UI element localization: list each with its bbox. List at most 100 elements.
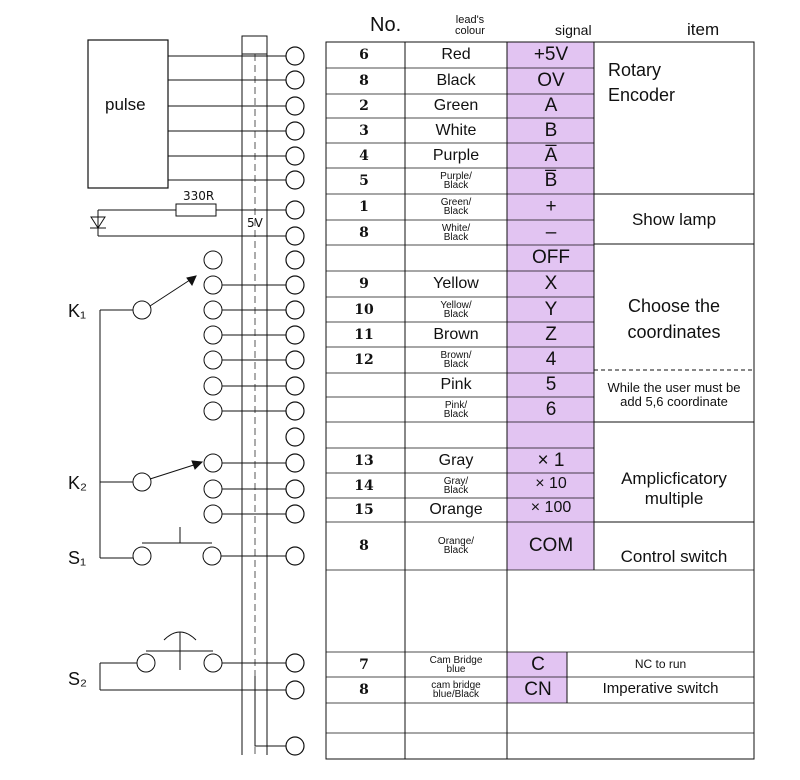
row-no: 7: [359, 656, 369, 673]
row-signal: OV: [537, 70, 565, 91]
row-no: 8: [359, 538, 369, 554]
table-frame: [325, 41, 755, 760]
row-signal: COM: [528, 535, 574, 556]
item-add-56: While the user must be add 5,6 coordinat…: [607, 380, 741, 409]
row-no: 4: [359, 147, 369, 164]
row-signal: Y: [544, 298, 558, 320]
row-signal: +5V: [533, 44, 569, 65]
row-colour: Black: [436, 72, 476, 89]
resistor-label: 330R: [183, 189, 215, 203]
terminal-circle: [285, 170, 305, 190]
contact-circle: [203, 453, 223, 473]
row-signal: B: [544, 119, 558, 141]
row-colour: Yellow/ Black: [440, 299, 472, 320]
item-control-switch: Control switch: [620, 547, 728, 566]
terminal-circle: [285, 546, 305, 566]
k1-switch: [99, 275, 197, 482]
row-signal: × 100: [530, 499, 572, 516]
terminals: [285, 46, 305, 756]
row-no: 6: [359, 47, 369, 63]
terminal-circle: [285, 96, 305, 116]
contact-circle: [203, 376, 223, 396]
terminal-circle: [285, 736, 305, 756]
k1-label: K₁: [68, 301, 87, 321]
s1-switch: [100, 527, 286, 566]
lamp-circuit: [90, 203, 286, 237]
row-colour: Gray: [438, 451, 474, 469]
resistor-symbol: [175, 203, 217, 217]
row-colour: Purple: [432, 146, 480, 164]
contact-circle: [203, 275, 223, 295]
row-no: 8: [359, 73, 369, 89]
row-no: 1: [359, 199, 369, 215]
row-signal: C: [531, 653, 545, 675]
row-colour: Orange: [429, 501, 483, 518]
row-colour: Pink: [440, 376, 472, 393]
terminal-circle: [285, 226, 305, 246]
voltage-label: 5V: [247, 216, 263, 230]
terminal-circle: [285, 300, 305, 320]
item-lines: [594, 193, 754, 523]
row-signal: 5: [545, 374, 557, 395]
row-colour: Yellow: [433, 275, 479, 292]
k2-label: K₂: [68, 473, 87, 493]
terminal-circle: [285, 401, 305, 421]
item-imperative-switch: Imperative switch: [602, 680, 719, 697]
row-no: 9: [359, 276, 369, 292]
terminal-circle: [285, 121, 305, 141]
terminal-circle: [285, 453, 305, 473]
item-amplification: Amplicficatory multiple: [621, 469, 727, 508]
row-signal: OFF: [532, 247, 570, 268]
row-colour: Cam Bridge blue: [429, 654, 483, 675]
terminal-circle: [285, 504, 305, 524]
header-item: item: [687, 20, 720, 39]
signal-highlight-main: [507, 42, 594, 570]
row-colour: Pink/ Black: [443, 399, 469, 420]
row-signal: CN: [524, 679, 552, 700]
row-colour: Green/ Black: [440, 197, 472, 217]
pulse-box: [87, 39, 169, 189]
row-no: 11: [354, 326, 374, 343]
row-no: 8: [359, 224, 369, 241]
row-signal: B̅: [544, 170, 558, 191]
row-no: 3: [359, 122, 369, 139]
row-signal: X: [544, 273, 558, 294]
terminal-strip: [241, 35, 268, 755]
row-no: 8: [359, 682, 369, 698]
row-no: 15: [354, 502, 374, 518]
terminal-circle: [285, 200, 305, 220]
terminal-circle: [285, 46, 305, 66]
contact-circle: [203, 504, 223, 524]
selector-wires: [203, 250, 286, 524]
row-signal: 6: [545, 398, 557, 420]
terminal-circle: [285, 275, 305, 295]
item-choose-coordinates: Choose the coordinates: [627, 296, 721, 342]
terminal-circle: [285, 350, 305, 370]
terminal-circle: [285, 427, 305, 447]
row-colour: White: [435, 121, 477, 139]
item-show-lamp: Show lamp: [631, 210, 717, 229]
row-signal: +: [545, 196, 557, 217]
row-signal: A: [544, 95, 558, 116]
row-no: 13: [354, 452, 374, 469]
row-signal: –: [545, 221, 557, 243]
row-lines: [326, 67, 754, 734]
s1-label: S₁: [68, 548, 87, 568]
item-rotary-encoder: Rotary Encoder: [608, 60, 676, 105]
contact-circle: [203, 401, 223, 421]
row-no: 5: [359, 173, 369, 189]
pulse-label: pulse: [105, 95, 146, 114]
row-colour: Purple/ Black: [440, 171, 472, 191]
row-signal: A̅: [544, 144, 558, 166]
s2-label: S₂: [68, 669, 87, 689]
k2-switch: [99, 460, 204, 558]
terminal-circle: [285, 680, 305, 700]
row-no: 14: [354, 477, 374, 494]
terminal-circle: [285, 653, 305, 673]
signal-highlight-c: [507, 652, 567, 703]
row-no: 12: [354, 352, 374, 368]
row-signal: 4: [545, 349, 557, 370]
diode-symbol: [90, 216, 106, 229]
